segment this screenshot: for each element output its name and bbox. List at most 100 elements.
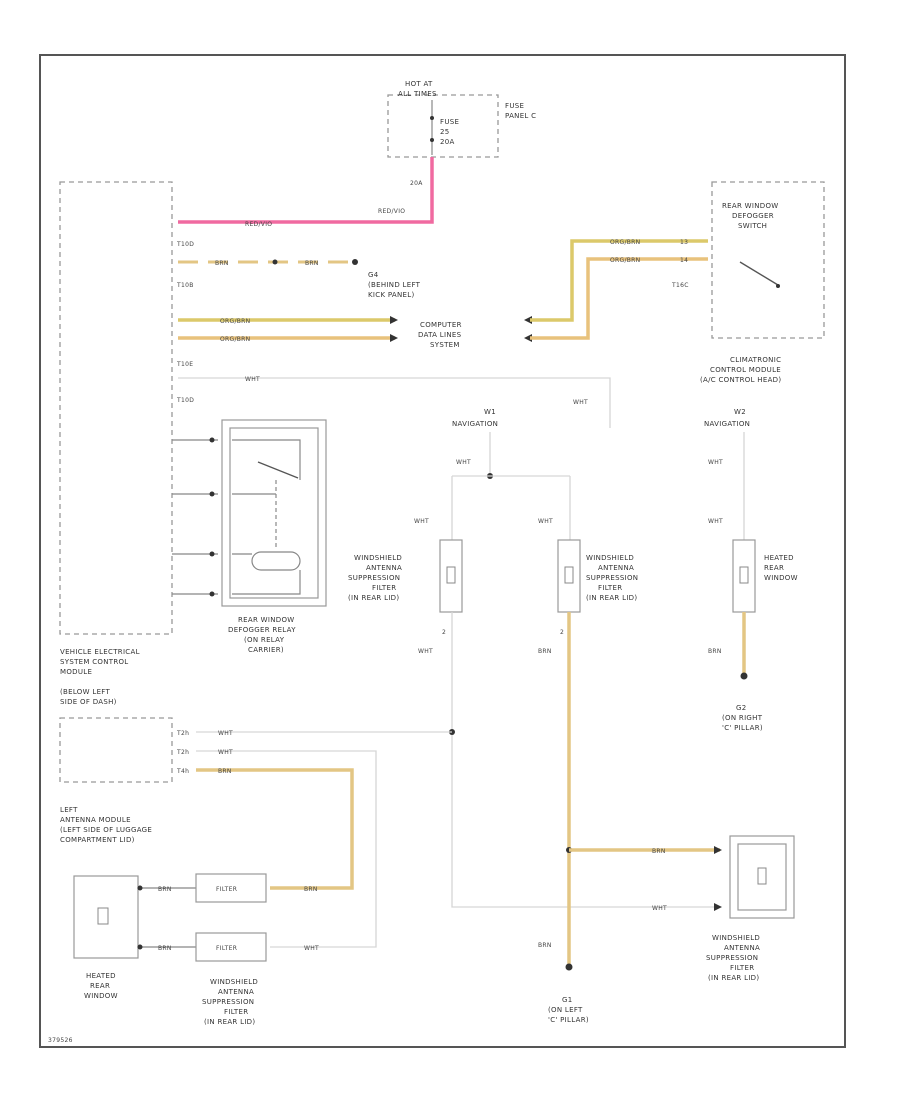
vesc-label-2: SYSTEM CONTROL (60, 658, 129, 666)
heated-right-label-1: HEATED (764, 554, 794, 562)
arrow-computer-2 (390, 334, 398, 342)
g2-brn-label: BRN (708, 648, 722, 655)
filter-left-pin: 2 (442, 629, 446, 636)
g1-loc-2: 'C' PILLAR) (548, 1016, 589, 1024)
orgbrn-label-1: ORG/BRN (220, 318, 250, 325)
filter-mid-pin: 2 (560, 629, 564, 636)
arrow-computer-1 (390, 316, 398, 324)
w2-wht-label-1: WHT (708, 459, 723, 466)
brn-label-g4a: BRN (215, 260, 229, 267)
g1-id: G1 (562, 996, 572, 1004)
filter-mid-brn-label: BRN (538, 648, 552, 655)
arrow-computer-4 (524, 334, 532, 342)
filter-right-body (729, 835, 795, 919)
filter-right-label-2: ANTENNA (724, 944, 760, 952)
relay-int-1 (232, 439, 301, 480)
filter-bottom-label-3: SUPPRESSION (202, 998, 254, 1006)
diagram-frame (39, 54, 846, 1048)
heated-rear-window-right: HEATED REAR WINDOW (732, 539, 798, 613)
g4-id: G4 (368, 271, 379, 279)
antenna-wht-wire-2 (196, 750, 377, 948)
filter-bottom-label-4: FILTER (224, 1008, 248, 1016)
fuse-rating: 20A (440, 138, 455, 146)
w2-wht-label-2: WHT (708, 518, 723, 525)
filter-right: WINDSHIELD ANTENNA SUPPRESSION FILTER (I… (706, 835, 795, 982)
g4-ground-node (352, 259, 358, 265)
antenna-label-1: LEFT (60, 806, 78, 814)
g1-brn-label: BRN (538, 942, 552, 949)
filter-mid-wht-label: WHT (538, 518, 553, 525)
g4-splice (272, 259, 278, 265)
red-wire-label-2: RED/VIO (245, 221, 272, 228)
filter-right-label-4: FILTER (730, 964, 754, 972)
filter-bottom-label-1: WINDSHIELD (210, 978, 258, 986)
heated-left-element (97, 907, 109, 925)
antenna-wht-label-2: WHT (218, 749, 233, 756)
vesc-box (59, 181, 173, 635)
filter-left-out-label: WHT (418, 648, 433, 655)
filter-left-label-4: FILTER (372, 584, 396, 592)
w1-id: W1 (484, 408, 496, 416)
vesc-conn-4: T10D (176, 397, 194, 404)
antenna-wht-label-1: WHT (218, 730, 233, 737)
filter-left-body (439, 539, 463, 613)
antenna-module: T2h T2h T4h LEFT ANTENNA MODULE (LEFT SI… (59, 717, 189, 844)
relay-coil (251, 551, 301, 571)
switch-pin-14: 14 (680, 257, 688, 264)
red-vio-wire (178, 157, 434, 224)
hot-at-label: HOT AT (405, 80, 433, 88)
heated-left-node-1 (137, 885, 143, 891)
filter-right-inner (737, 843, 787, 911)
filter-mid-label-4: FILTER (598, 584, 622, 592)
g1-ground-node (565, 963, 573, 971)
antenna-pin-2: T2h (176, 749, 189, 756)
climatronic-label-1: CLIMATRONIC (730, 356, 781, 364)
filter-right-brn-label: BRN (652, 848, 666, 855)
filter-bottom-label-5: (IN REAR LID) (204, 1018, 255, 1026)
antenna-pin-3: T4h (176, 768, 189, 775)
vesc-module: T10D T10B T10E T10D VEHICLE ELECTRICAL S… (59, 181, 194, 706)
arrow-computer-3 (524, 316, 532, 324)
computer-label-1: COMPUTER (420, 321, 462, 329)
vesc-conn-2: T10B (176, 282, 194, 289)
filter-bottom-box-2-label: FILTER (216, 945, 237, 952)
filter-right-label-1: WINDSHIELD (712, 934, 760, 942)
filter-bottom-brn-label: BRN (304, 886, 318, 893)
antenna-module-box (59, 717, 173, 783)
switch-connector: T16C (671, 282, 689, 289)
filter-right-label-5: (IN REAR LID) (708, 974, 759, 982)
heated-left-brn-label-1: BRN (158, 886, 172, 893)
switch-label-3: SWITCH (738, 222, 767, 230)
filter-left-wht-label: WHT (414, 518, 429, 525)
g1-loc-1: (ON LEFT (548, 1006, 583, 1014)
filter-mid-body (557, 539, 581, 613)
filter-right-wht-label: WHT (652, 905, 667, 912)
arrow-filter-right-1 (714, 846, 722, 854)
heated-right-body (732, 539, 756, 613)
g4-loc-2: KICK PANEL) (368, 291, 415, 299)
relay-outer-box (221, 419, 327, 607)
antenna-pin-1: T2h (176, 730, 189, 737)
relay-pin-2 (209, 491, 215, 497)
relay-label-3: (ON RELAY (244, 636, 285, 644)
filter-left-element (446, 566, 456, 584)
heated-right-label-3: WINDOW (764, 574, 798, 582)
switch-label-2: DEFOGGER (732, 212, 774, 220)
antenna-label-4: COMPARTMENT LID) (60, 836, 135, 844)
heated-left-label-1: HEATED (86, 972, 116, 980)
wht-label-side: WHT (573, 399, 588, 406)
orgbrn-label-4: ORG/BRN (610, 257, 640, 264)
vesc-label-5: SIDE OF DASH) (60, 698, 117, 706)
antenna-brn-label: BRN (218, 768, 232, 775)
fuse-panel-box (387, 94, 499, 158)
filter-bottom: FILTER FILTER WINDSHIELD ANTENNA SUPPRES… (195, 873, 267, 1026)
switch-label-1: REAR WINDOW (722, 202, 779, 210)
relay-switch-contact (257, 461, 299, 479)
heated-right-element (739, 566, 749, 584)
w1-label: NAVIGATION (452, 420, 498, 428)
vesc-conn-1: T10D (176, 241, 194, 248)
filter-bottom-box-1-label: FILTER (216, 886, 237, 893)
all-times-label: ALL TIMES (398, 90, 437, 98)
fuse-panel-label: FUSE (505, 102, 524, 110)
